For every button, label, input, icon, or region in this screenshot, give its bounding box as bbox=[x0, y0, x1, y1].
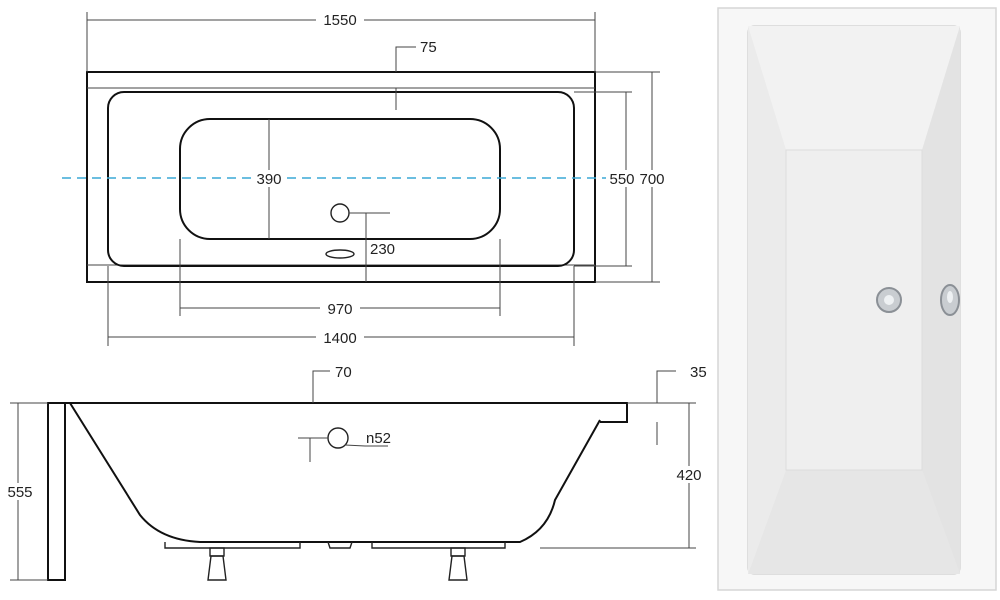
photo-wall-top bbox=[748, 26, 960, 150]
dim-label-bg bbox=[320, 300, 360, 317]
dim-label-420: 420 bbox=[676, 467, 701, 484]
dim-label-550: 550 bbox=[609, 171, 634, 188]
dim-leader-70 bbox=[312, 370, 330, 403]
side-base-left bbox=[164, 542, 301, 549]
dim-label-bg bbox=[316, 11, 364, 29]
overflow-leader bbox=[344, 444, 388, 447]
top-outer-outline bbox=[86, 71, 596, 283]
dim-label-n52: n52 bbox=[366, 430, 391, 447]
top-bottom-area bbox=[179, 118, 501, 240]
dim-label-555: 555 bbox=[7, 484, 32, 501]
leg-right bbox=[448, 555, 468, 581]
dim-label-230: 230 bbox=[370, 241, 395, 258]
overflow-icon-highlight bbox=[947, 291, 953, 303]
dim-label-970: 970 bbox=[327, 301, 352, 318]
photo-wall-left bbox=[748, 26, 786, 574]
dim-label-35: 35 bbox=[690, 364, 707, 381]
dim-label-bg bbox=[252, 170, 286, 187]
side-apron bbox=[47, 402, 66, 581]
dim-leader-35 bbox=[656, 370, 676, 403]
dim-label-1400: 1400 bbox=[323, 330, 356, 347]
dim-label-bg bbox=[316, 329, 364, 346]
dim-label-700: 700 bbox=[639, 171, 664, 188]
top-inner-basin bbox=[107, 91, 575, 267]
dim-label-70: 70 bbox=[335, 364, 352, 381]
side-rim bbox=[48, 402, 628, 423]
side-view: n52 70 35 555 420 bbox=[2, 364, 708, 581]
dim-label-1550: 1550 bbox=[323, 12, 356, 29]
dim-label-390: 390 bbox=[256, 171, 281, 188]
top-view: 1550 75 390 230 550 700 970 bbox=[62, 11, 667, 347]
dim-label-bg bbox=[637, 170, 667, 187]
dim-label-bg bbox=[2, 483, 36, 500]
photo-tub-floor bbox=[785, 149, 923, 471]
technical-drawing: 1550 75 390 230 550 700 970 bbox=[2, 11, 708, 581]
side-basin-profile bbox=[69, 402, 601, 543]
dim-label-75: 75 bbox=[420, 39, 437, 56]
drain-icon bbox=[330, 203, 350, 223]
product-photo bbox=[712, 0, 1000, 600]
overflow-icon bbox=[325, 249, 355, 259]
dim-label-bg bbox=[606, 170, 636, 187]
leg-right-top bbox=[450, 547, 466, 557]
side-drain-outlet bbox=[327, 541, 353, 549]
leg-left bbox=[207, 555, 227, 581]
photo-wall-bottom bbox=[748, 470, 960, 574]
drain-icon-highlight bbox=[884, 295, 894, 305]
dim-label-bg bbox=[670, 466, 708, 483]
side-base-right bbox=[371, 542, 506, 549]
dim-leader-75 bbox=[395, 46, 416, 72]
leg-left-top bbox=[209, 547, 225, 557]
